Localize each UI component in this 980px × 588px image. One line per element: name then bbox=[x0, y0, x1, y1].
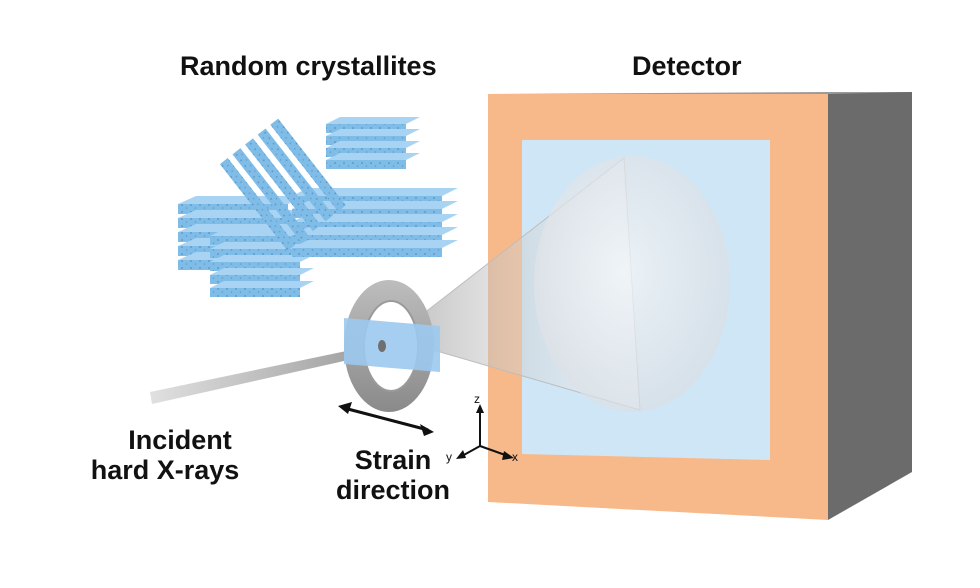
strain-direction-arrow bbox=[338, 402, 434, 436]
strain-label-line2: direction bbox=[335, 474, 450, 505]
arrow-head-right bbox=[420, 424, 434, 436]
axis-y-label: y bbox=[446, 450, 452, 464]
crystallite-tilted-stack bbox=[219, 118, 346, 251]
axes-triad bbox=[456, 404, 514, 460]
crystallite-plate bbox=[210, 229, 314, 245]
incident-label: Incident hard X-rays bbox=[91, 425, 240, 485]
crystallite-plate bbox=[178, 210, 306, 228]
crystallite-plate bbox=[292, 227, 458, 244]
sample-holder bbox=[344, 280, 440, 412]
axis-x-label: x bbox=[512, 450, 518, 464]
crystallite-plate bbox=[292, 240, 458, 257]
strain-label-line1: Strain bbox=[354, 445, 432, 475]
crystallite-plate bbox=[326, 153, 420, 169]
detector-label: Detector bbox=[632, 51, 742, 81]
sample-strip bbox=[344, 318, 440, 372]
strain-label: Strain direction bbox=[318, 445, 468, 505]
crystallite-plate bbox=[326, 141, 420, 157]
axis-y bbox=[461, 445, 481, 457]
crystallite-plate bbox=[326, 129, 420, 145]
crystallite-plate bbox=[292, 214, 458, 231]
axis-z-label: z bbox=[474, 392, 480, 406]
random-crystallites bbox=[178, 117, 458, 297]
debye-scherrer-ring-disc bbox=[534, 156, 730, 412]
incident-label-line1: Incident bbox=[128, 425, 232, 455]
beam-shaft bbox=[150, 344, 384, 404]
arrow-head-left bbox=[338, 402, 352, 414]
crystallite-plate bbox=[210, 255, 314, 271]
crystallite-plate bbox=[210, 268, 314, 284]
detector-side-face bbox=[828, 92, 912, 520]
incident-label-line2: hard X-rays bbox=[90, 454, 240, 485]
diffraction-cone bbox=[390, 156, 730, 412]
detector-top-face bbox=[488, 92, 912, 94]
beam-spot bbox=[378, 340, 386, 352]
crystallite-plate bbox=[210, 281, 314, 297]
crystallite-plate bbox=[326, 117, 420, 133]
crystallites-label: Random crystallites bbox=[180, 51, 437, 81]
